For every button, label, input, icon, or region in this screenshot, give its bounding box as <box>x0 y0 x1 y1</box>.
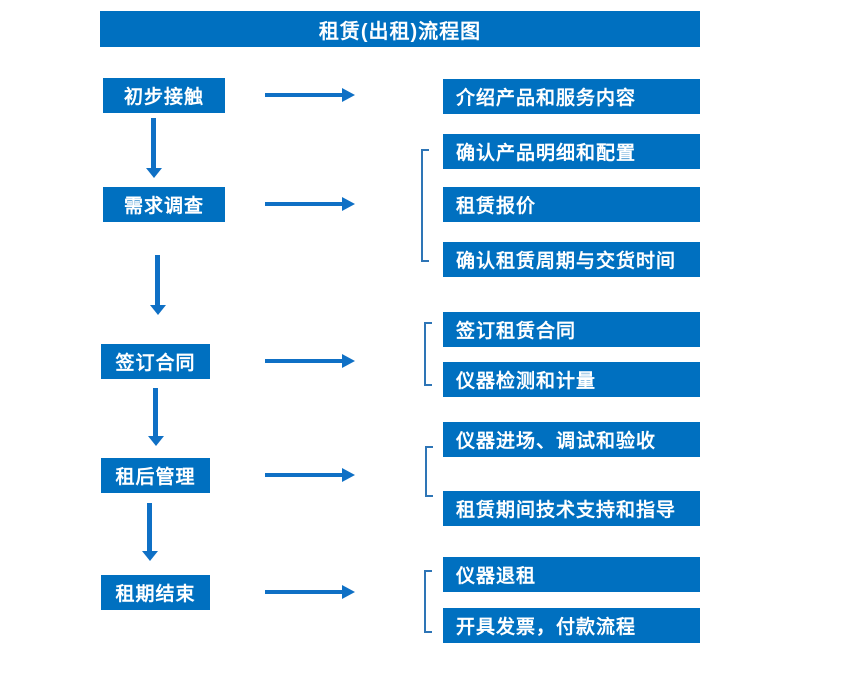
arrow-stem <box>265 93 342 97</box>
down-arrow-4 <box>141 503 158 561</box>
output-box-instrument-return: 仪器退租 <box>443 557 700 592</box>
arrow-stem <box>153 388 158 436</box>
output-box-instrument-inspection: 仪器检测和计量 <box>443 362 700 397</box>
arrow-stem <box>265 590 342 594</box>
arrow-stem <box>151 118 156 168</box>
arrow-head-icon <box>149 305 166 315</box>
output-box-confirm-product-details: 确认产品明细和配置 <box>443 134 700 169</box>
arrow-head-icon <box>342 197 355 211</box>
arrow-stem <box>265 359 342 363</box>
arrow-stem <box>265 202 342 206</box>
step-box-demand-survey: 需求调查 <box>103 187 225 222</box>
right-arrow-3 <box>265 354 355 368</box>
bracket-group-sign-contract <box>424 322 432 386</box>
right-arrow-4 <box>265 468 355 482</box>
bracket-group-demand-survey <box>421 149 429 262</box>
right-arrow-2 <box>265 197 355 211</box>
down-arrow-3 <box>147 388 164 446</box>
right-arrow-1 <box>265 88 355 102</box>
bracket-group-post-rental <box>425 446 433 497</box>
right-arrow-5 <box>265 585 355 599</box>
arrow-head-icon <box>342 585 355 599</box>
output-box-rental-quote: 租赁报价 <box>443 187 700 222</box>
step-box-initial-contact: 初步接触 <box>103 78 225 113</box>
flowchart-title-banner: 租赁(出租)流程图 <box>100 11 700 47</box>
arrow-stem <box>265 473 342 477</box>
arrow-stem <box>147 503 152 551</box>
down-arrow-1 <box>145 118 162 178</box>
arrow-head-icon <box>147 436 164 446</box>
step-box-sign-contract: 签订合同 <box>101 344 210 379</box>
output-box-instrument-entry: 仪器进场、调试和验收 <box>443 422 700 457</box>
arrow-stem <box>155 255 160 305</box>
output-box-confirm-rental-period: 确认租赁周期与交货时间 <box>443 242 700 277</box>
step-box-post-rental-management: 租后管理 <box>101 458 210 493</box>
output-box-technical-support: 租赁期间技术支持和指导 <box>443 491 700 526</box>
arrow-head-icon <box>342 354 355 368</box>
step-box-lease-end: 租期结束 <box>101 575 210 610</box>
arrow-head-icon <box>342 468 355 482</box>
output-box-introduce-products: 介绍产品和服务内容 <box>443 79 700 114</box>
bracket-group-lease-end <box>424 570 432 633</box>
arrow-head-icon <box>145 168 162 178</box>
output-box-invoicing-payment: 开具发票，付款流程 <box>443 608 700 643</box>
down-arrow-2 <box>149 255 166 315</box>
arrow-head-icon <box>141 551 158 561</box>
output-box-sign-rental-contract: 签订租赁合同 <box>443 312 700 347</box>
arrow-head-icon <box>342 88 355 102</box>
